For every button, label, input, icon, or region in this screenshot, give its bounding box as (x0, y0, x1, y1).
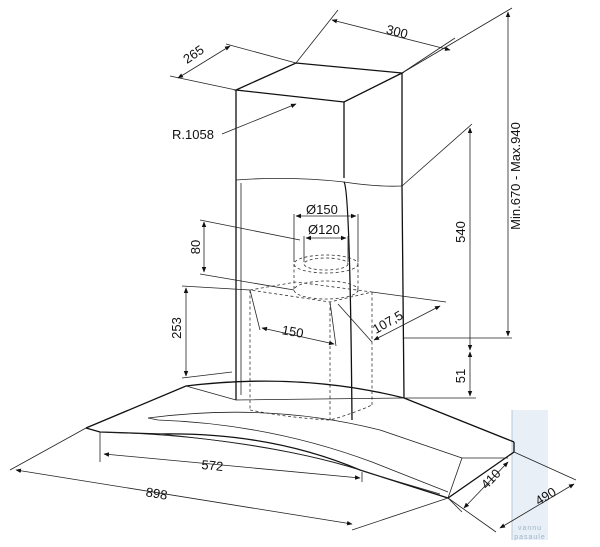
label-duct-outer: Ø150 (306, 202, 338, 217)
label-motor-width: 150 (281, 322, 305, 341)
label-canopy-inner-width: 572 (201, 457, 224, 474)
label-chimney-height: 540 (453, 221, 468, 243)
watermark-badge: vannu pasaule (511, 410, 548, 541)
label-canopy-width: 898 (145, 484, 169, 502)
label-height-range: Min.670 - Max.940 (508, 122, 523, 230)
label-width-top: 300 (385, 22, 410, 42)
label-radius: R.1058 (172, 127, 214, 142)
label-motor-depth: 107,5 (370, 307, 406, 336)
label-canopy-inner-depth: 410 (478, 466, 504, 492)
upper-chimney (233, 62, 405, 186)
label-canopy-thickness: 51 (453, 369, 468, 383)
label-duct-inner: Ø120 (308, 222, 340, 237)
duct-collar (293, 254, 359, 300)
label-duct-height: 80 (188, 240, 203, 254)
lower-chimney (235, 180, 405, 421)
glass-canopy (85, 380, 515, 499)
watermark-line1: vannu (518, 525, 542, 532)
label-motor-height: 253 (169, 317, 184, 339)
dimension-lines (9, 7, 577, 533)
watermark-line2: pasaule (514, 534, 546, 541)
